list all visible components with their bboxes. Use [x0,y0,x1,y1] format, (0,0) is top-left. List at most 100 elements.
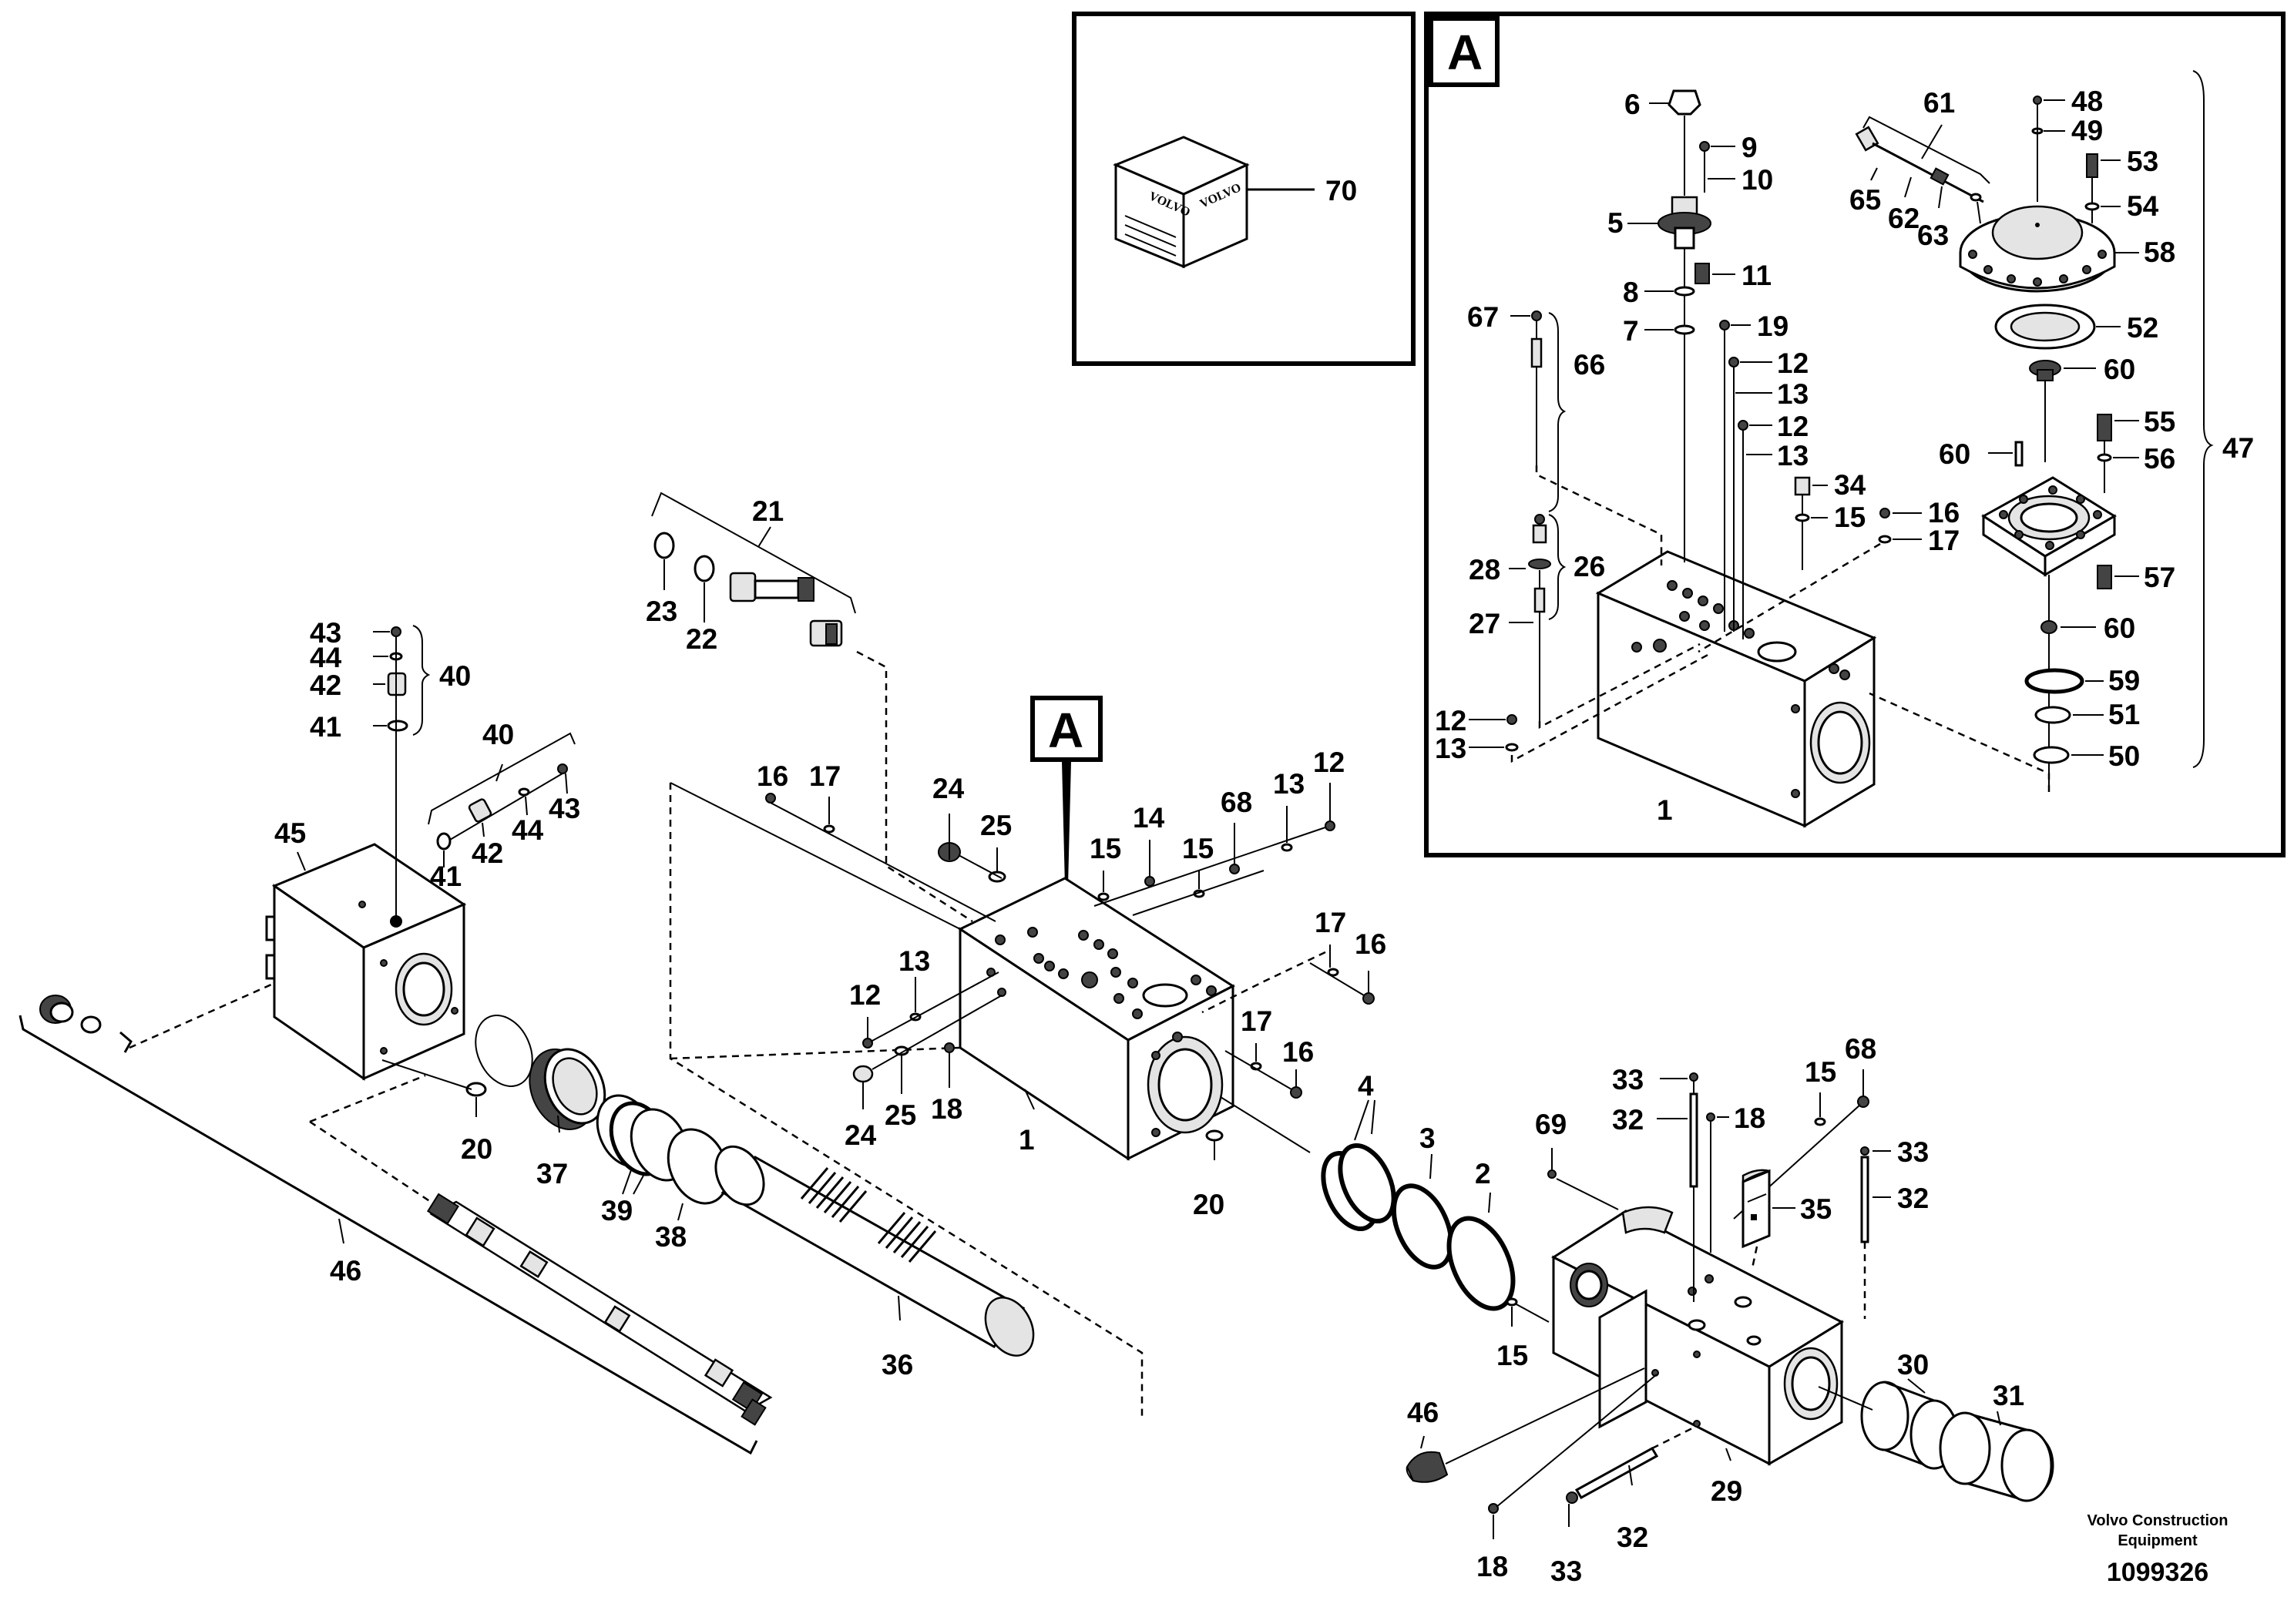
label-68-b: 68 [1845,1033,1876,1065]
cartridge-21 [653,532,843,647]
end-cap-block-45 [265,843,467,1081]
inset-label-34: 34 [1834,469,1866,501]
label-31: 31 [1993,1380,2024,1411]
inset-label-65: 65 [1849,184,1881,216]
label-33-b: 33 [1897,1136,1929,1168]
label-17-b: 17 [1315,907,1346,938]
label-4: 4 [1358,1070,1374,1102]
label-29: 29 [1711,1475,1742,1507]
pin-32 [1566,1446,1659,1504]
inset-label-16: 16 [1928,497,1960,528]
sleeve-31 [1939,1411,2054,1502]
label-16-b: 16 [1355,928,1386,960]
label-24-a: 24 [932,773,965,804]
inset-plug-34 [1794,476,1811,496]
company-line-2: Equipment [2118,1532,2198,1549]
inset-label-13-a: 13 [1777,378,1809,410]
drawing-number: 1099326 [2107,1558,2208,1587]
label-13-a: 13 [1273,768,1305,800]
label-30: 30 [1897,1349,1929,1381]
inset-nut-6 [1668,89,1701,116]
inset-label-63: 63 [1917,220,1949,251]
label-36: 36 [882,1349,913,1381]
inset-label-5: 5 [1607,207,1624,239]
spool-36 [714,1145,1035,1357]
label-35: 35 [1800,1193,1832,1225]
inset-label-60-a: 60 [2104,354,2135,385]
label-23: 23 [646,596,677,627]
inset-label-57: 57 [2144,562,2175,593]
inset-label-58: 58 [2144,237,2175,268]
inset-label-13-b: 13 [1777,440,1809,471]
inset-label-53: 53 [2127,146,2158,177]
label-32-c: 32 [1617,1522,1648,1553]
inset-label-15: 15 [1834,502,1866,533]
inset-label-19: 19 [1757,310,1789,342]
inset-label-60-c: 60 [2104,612,2135,644]
label-44-a: 44 [310,642,342,673]
inset-label-59: 59 [2108,665,2140,696]
inset-label-51: 51 [2108,699,2140,730]
label-41-b: 41 [430,861,462,892]
inset-label-61: 61 [1923,87,1955,119]
valve-block-29 [1550,1206,1845,1466]
label-17-c: 17 [1241,1005,1272,1037]
volvo-kit-box-icon: VOLVO VOLVO [1113,136,1250,269]
inset-label-17: 17 [1928,525,1960,556]
inset-cover-58 [1959,205,2116,293]
label-39: 39 [601,1195,633,1226]
inset-label-11: 11 [1741,260,1772,291]
callout-a: A [1030,696,1103,886]
piston-37 [529,1048,606,1130]
label-18-a: 18 [931,1093,962,1125]
label-16-c: 16 [1282,1036,1314,1068]
label-22: 22 [686,623,717,655]
label-33-a: 33 [1612,1064,1644,1096]
inset-flange [1981,476,2117,577]
inset-label-47: 47 [2222,432,2254,464]
inset-label-7: 7 [1623,315,1639,347]
inset-label-54: 54 [2127,190,2159,222]
label-15-c: 15 [1805,1056,1836,1088]
inset-label-52: 52 [2127,312,2158,344]
label-17-a: 17 [809,760,841,792]
detail-a-inset: A 1 6 5 8 7 [1424,12,2286,857]
inset-label-60-b: 60 [1939,438,1970,470]
label-70: 70 [1325,175,1357,206]
inset-spring-11 [1694,263,1710,284]
label-41-a: 41 [310,711,341,743]
label-69: 69 [1535,1109,1567,1140]
label-15-a: 15 [1090,833,1121,864]
label-15-d: 15 [1496,1340,1528,1371]
label-43-b: 43 [549,793,580,824]
label-40-b: 40 [482,719,514,750]
label-38: 38 [655,1221,687,1253]
label-21: 21 [752,495,784,527]
label-18-b: 18 [1734,1102,1765,1134]
inset-label-49: 49 [2071,115,2103,146]
callout-a-tag: A [1048,703,1083,758]
label-42-a: 42 [310,669,341,701]
label-18-c: 18 [1476,1551,1508,1582]
label-15-b: 15 [1182,833,1214,864]
inset-label-1: 1 [1657,794,1673,826]
inset-label-56: 56 [2144,443,2175,475]
inset-valve-block [1595,550,1877,828]
inset-label-10: 10 [1741,164,1773,196]
label-25-a: 25 [980,810,1012,841]
inset-label-50: 50 [2108,740,2140,772]
label-46-a: 46 [330,1255,361,1287]
inset-label-55: 55 [2144,406,2175,438]
label-16-a: 16 [757,760,788,792]
inset-label-28: 28 [1469,554,1500,586]
label-40-a: 40 [439,660,471,692]
label-32-a: 32 [1612,1104,1644,1136]
label-68-a: 68 [1221,787,1252,818]
inset-label-27: 27 [1469,608,1500,639]
label-24-b: 24 [845,1119,877,1151]
end-plug-assembly [39,995,133,1053]
inset-label-66: 66 [1574,349,1605,381]
label-33-c: 33 [1550,1555,1582,1587]
